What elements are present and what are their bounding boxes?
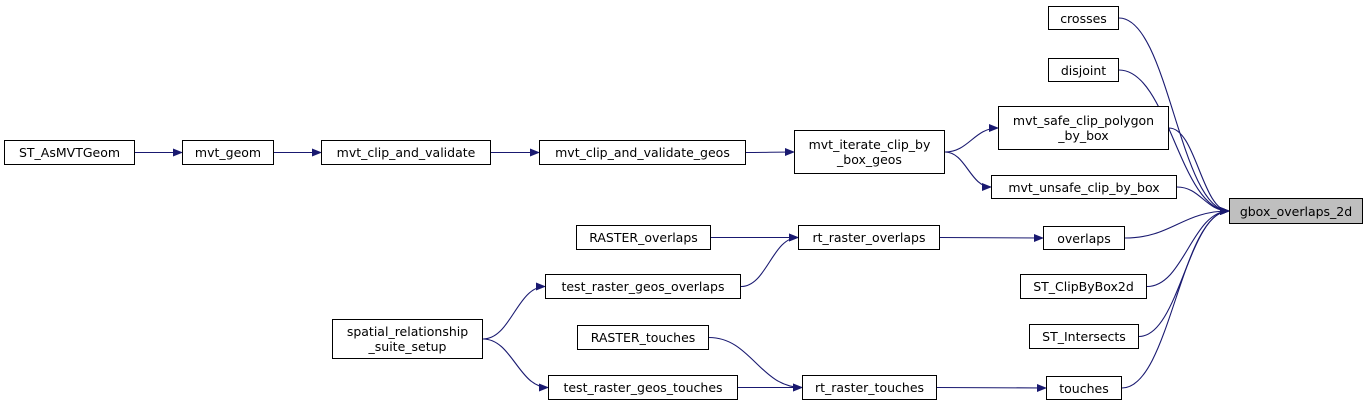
edge-spatial_relationship_suite_setup-to-test_raster_geos_overlaps [482, 282, 546, 340]
node-label: test_raster_geos_overlaps [561, 279, 725, 294]
node-st_asmvtgeom[interactable]: ST_AsMVTGeom [4, 140, 135, 165]
node-label-line2: _by_box [1058, 128, 1109, 143]
edge-rt_raster_touches-to-touches [936, 383, 1047, 392]
node-label: gbox_overlaps_2d [1239, 203, 1353, 219]
node-label: mvt_unsafe_clip_by_box [1008, 179, 1160, 195]
node-label: overlaps [1057, 230, 1111, 246]
node-label-line2: _suite_setup [368, 339, 447, 354]
node-gbox_overlaps_2d[interactable]: gbox_overlaps_2d [1229, 198, 1363, 224]
edge-mvt_clip_and_validate_geos-to-mvt_iterate_clip_by_box_geos [745, 148, 795, 157]
edge-mvt_iterate_clip_by_box_geos-to-mvt_unsafe_clip_by_box [944, 151, 992, 191]
node-test_raster_geos_touches[interactable]: test_raster_geos_touches [548, 375, 738, 400]
node-mvt_geom[interactable]: mvt_geom [182, 140, 274, 165]
edge-mvt_safe_clip_polygon_by_box-to-gbox_overlaps_2d [1168, 127, 1230, 215]
node-label: disjoint [1060, 62, 1107, 78]
node-raster_overlaps[interactable]: RASTER_overlaps [576, 225, 711, 250]
edge-mvt_iterate_clip_by_box_geos-to-mvt_safe_clip_polygon_by_box [944, 124, 999, 153]
node-rt_raster_overlaps[interactable]: rt_raster_overlaps [798, 225, 940, 250]
edge-rt_raster_overlaps-to-overlaps [939, 233, 1044, 242]
edge-touches-to-gbox_overlaps_2d [1121, 207, 1230, 389]
node-label: RASTER_touches [590, 330, 696, 345]
node-label: ST_Intersects [1042, 329, 1126, 344]
edge-crosses-to-gbox_overlaps_2d [1118, 17, 1230, 215]
node-overlaps[interactable]: overlaps [1043, 226, 1125, 250]
edge-spatial_relationship_suite_setup-to-test_raster_geos_touches [482, 338, 549, 392]
node-mvt_clip_and_validate_geos[interactable]: mvt_clip_and_validate_geos [539, 140, 746, 165]
node-spatial_relationship_suite_setup[interactable]: spatial_relationship _suite_setup [332, 319, 483, 359]
node-label: touches [1059, 380, 1109, 396]
node-mvt_iterate_clip_by_box_geos[interactable]: mvt_iterate_clip_by _box_geos [794, 130, 945, 174]
node-label: mvt_geom [194, 145, 262, 160]
edge-st_clipbybox2d-to-gbox_overlaps_2d [1146, 207, 1230, 288]
node-label-line1: mvt_safe_clip_polygon [1012, 113, 1155, 128]
node-label: test_raster_geos_touches [563, 380, 723, 395]
node-rt_raster_touches[interactable]: rt_raster_touches [802, 375, 937, 400]
edge-raster_touches-to-rt_raster_touches [708, 336, 803, 392]
node-label: ST_ClipByBox2d [1033, 279, 1134, 294]
node-label-line2: _box_geos [837, 152, 902, 167]
node-raster_touches[interactable]: RASTER_touches [577, 325, 709, 350]
node-mvt_clip_and_validate[interactable]: mvt_clip_and_validate [321, 140, 491, 165]
node-disjoint[interactable]: disjoint [1048, 58, 1119, 82]
node-st_intersects[interactable]: ST_Intersects [1029, 324, 1139, 349]
node-label: mvt_clip_and_validate_geos [555, 145, 730, 160]
node-label: crosses [1060, 10, 1107, 26]
node-crosses[interactable]: crosses [1048, 6, 1119, 30]
node-test_raster_geos_overlaps[interactable]: test_raster_geos_overlaps [545, 274, 741, 299]
node-label: RASTER_overlaps [589, 230, 698, 245]
node-label-line1: spatial_relationship [346, 324, 469, 339]
node-label: mvt_clip_and_validate [336, 145, 476, 160]
node-label: rt_raster_overlaps [812, 230, 926, 245]
node-touches[interactable]: touches [1046, 376, 1122, 400]
node-label: rt_raster_touches [814, 380, 925, 395]
node-mvt_safe_clip_polygon_by_box[interactable]: mvt_safe_clip_polygon _by_box [998, 106, 1169, 150]
node-label: ST_AsMVTGeom [18, 145, 121, 160]
node-st_clipbybox2d[interactable]: ST_ClipByBox2d [1020, 274, 1147, 299]
node-mvt_unsafe_clip_by_box[interactable]: mvt_unsafe_clip_by_box [991, 175, 1177, 199]
node-label-line1: mvt_iterate_clip_by [808, 137, 931, 152]
edge-disjoint-to-gbox_overlaps_2d [1118, 69, 1230, 215]
edge-test_raster_geos_overlaps-to-rt_raster_overlaps [740, 233, 799, 288]
edge-overlaps-to-gbox_overlaps_2d [1124, 207, 1230, 239]
